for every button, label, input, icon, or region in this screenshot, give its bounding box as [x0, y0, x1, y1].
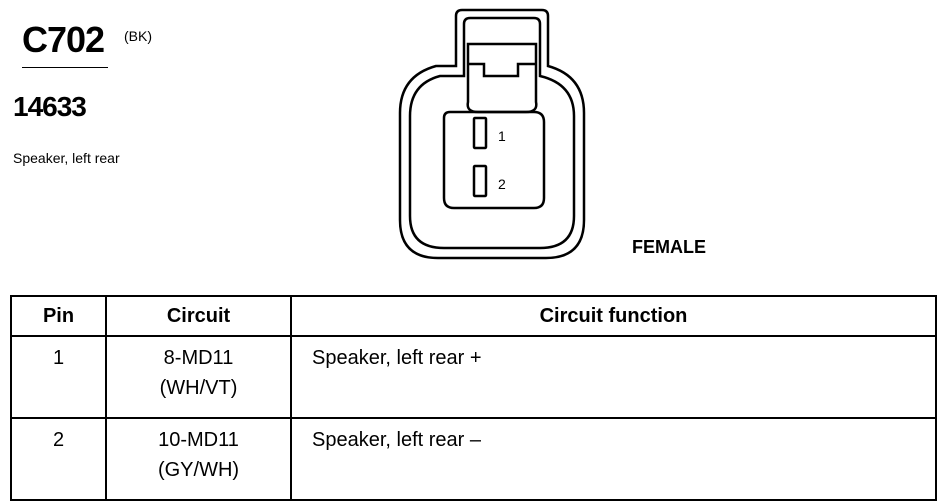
connector-color: (BK)	[124, 28, 152, 44]
header-circuit: Circuit	[105, 295, 292, 337]
housing-outer	[398, 8, 586, 260]
header-function: Circuit function	[290, 295, 937, 337]
title-underline	[22, 67, 108, 68]
terminal-2	[472, 164, 488, 198]
housing-inner	[408, 16, 576, 250]
connector-code: C702	[22, 19, 105, 60]
terminal-1	[472, 116, 488, 150]
wire-color: (GY/WH)	[157, 459, 240, 481]
cell-circuit: 8-MD11 (WH/VT)	[105, 335, 292, 419]
part-number: 14633	[13, 91, 87, 122]
header-pin: Pin	[10, 295, 107, 337]
table-header-row: Pin Circuit Circuit function	[10, 295, 937, 337]
connector-face-diagram: 1 2	[398, 8, 586, 260]
cell-circuit: 10-MD11 (GY/WH)	[105, 417, 292, 501]
cell-function: Speaker, left rear +	[290, 335, 937, 419]
connector-description: Speaker, left rear	[13, 150, 120, 166]
circuit-id: 8-MD11	[163, 347, 234, 369]
cell-pin: 1	[10, 335, 107, 419]
pin-label-1: 1	[498, 128, 506, 144]
cell-function: Speaker, left rear –	[290, 417, 937, 501]
table-row: 2 10-MD11 (GY/WH) Speaker, left rear –	[10, 417, 937, 501]
wire-color: (WH/VT)	[159, 377, 238, 399]
circuit-id: 10-MD11	[158, 429, 239, 451]
cell-pin: 2	[10, 417, 107, 501]
connector-gender: FEMALE	[632, 237, 706, 257]
latch-notch	[468, 62, 536, 78]
cavity-face	[442, 110, 546, 210]
pin-label-2: 2	[498, 176, 506, 192]
lock-latch	[466, 42, 538, 114]
table-row: 1 8-MD11 (WH/VT) Speaker, left rear +	[10, 335, 937, 419]
pinout-table: Pin Circuit Circuit function 1 8-MD11 (W…	[10, 295, 937, 501]
